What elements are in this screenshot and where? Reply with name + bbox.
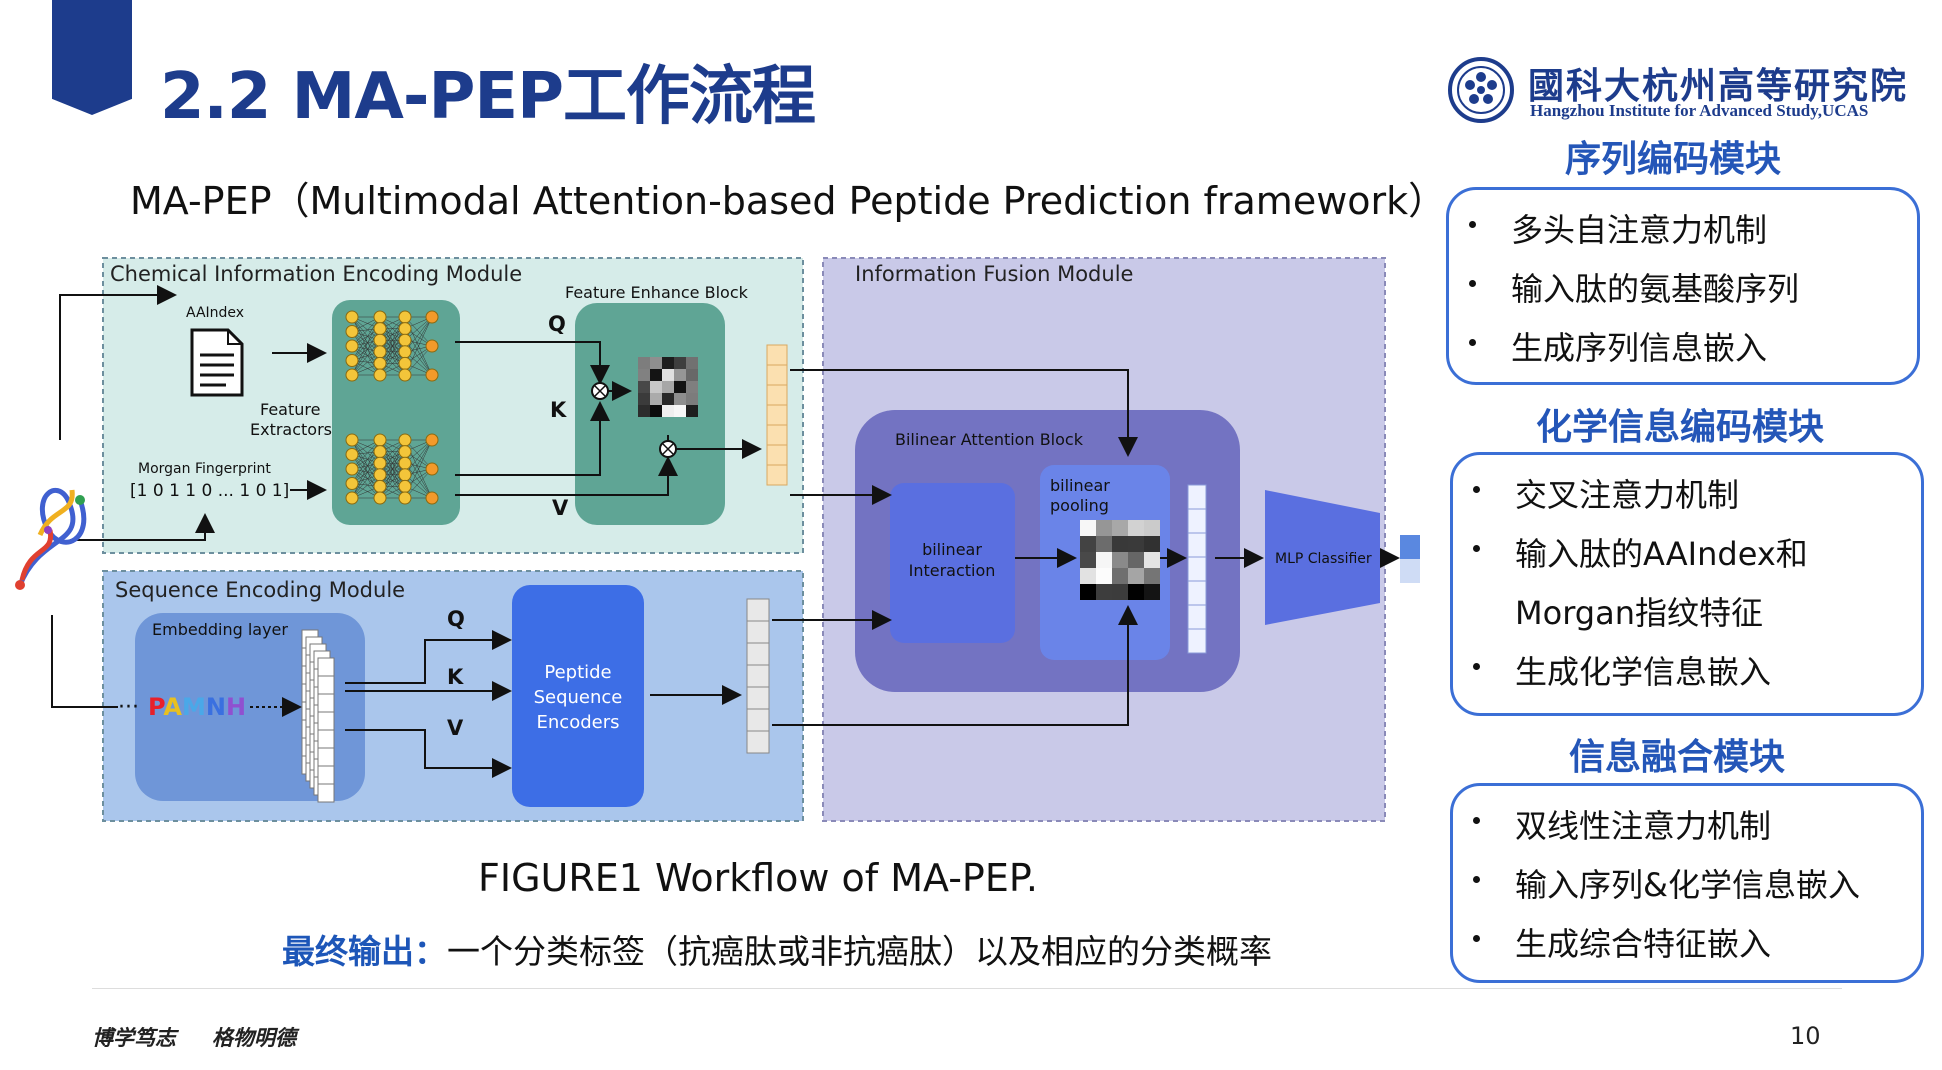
bilinear-pooling-label-2: pooling [1050, 496, 1109, 515]
encoder-label-3: Encoders [537, 712, 620, 733]
output-prob-1 [1400, 535, 1420, 559]
aaindex-label: AAIndex [186, 305, 244, 321]
panel-heading-sequence: 序列编码模块 [1564, 139, 1781, 180]
panel-chem-bullet-3: Morgan指纹特征 [1515, 594, 1763, 632]
bilinear-interaction-label-2: Interaction [909, 561, 996, 580]
chem-module-label: Chemical Information Encoding Module [110, 262, 522, 286]
q-label-seq: Q [447, 607, 465, 631]
footer-motto-2: 格物明德 [212, 1025, 296, 1050]
k-label-seq: K [447, 665, 464, 689]
encoder-label-2: Sequence [534, 687, 623, 708]
peptide-encoder-box [512, 585, 644, 807]
seq-letter-n: N [206, 693, 226, 721]
logo-name-en: Hangzhou Institute for Advanced Study,UC… [1530, 101, 1869, 120]
morgan-bits: [1 0 1 1 0 ... 1 0 1] [130, 481, 289, 501]
bilinear-block-label: Bilinear Attention Block [895, 430, 1084, 449]
q-label-chem: Q [548, 312, 566, 336]
seq-letter-m: M [182, 693, 206, 721]
v-label-chem: V [552, 496, 569, 520]
panel-sequence: 多头自注意力机制 输入肽的氨基酸序列 生成序列信息嵌入 [1446, 187, 1920, 385]
fusion-module-label: Information Fusion Module [855, 262, 1133, 286]
document-icon [190, 328, 244, 397]
panel-fusion-bullet-2: 输入序列&化学信息嵌入 [1473, 860, 1860, 906]
seq-embedding-vector [746, 598, 770, 754]
panel-heading-fusion: 信息融合模块 [1568, 737, 1785, 778]
k-label-chem: K [550, 398, 567, 422]
seq-letter-a: A [163, 693, 182, 721]
embedding-label: Embedding layer [152, 620, 288, 639]
panel-chem-bullet-1: 交叉注意力机制 [1473, 470, 1739, 516]
panel-fusion-bullet-1: 双线性注意力机制 [1473, 801, 1771, 847]
footer-divider [92, 988, 1842, 989]
emblem-icon [1448, 57, 1514, 123]
panel-fusion: 双线性注意力机制 输入序列&化学信息嵌入 生成综合特征嵌入 [1450, 783, 1924, 983]
seq-letter-h: H [226, 693, 246, 721]
attention-map-chem [638, 357, 698, 417]
seq-letter-p: P [148, 693, 165, 721]
feature-enhance-label: Feature Enhance Block [565, 283, 749, 302]
mlp-classifier-shape [1265, 490, 1380, 625]
panel-chem-bullet-4: 生成化学信息嵌入 [1473, 647, 1771, 693]
feature-extractors-label-1: Feature [260, 400, 320, 419]
bilinear-pooling-label-1: bilinear [1050, 476, 1110, 495]
svg-text:PAMNH: PAMNH [148, 693, 246, 721]
output-prob-2 [1400, 559, 1420, 583]
page-number: 10 [1790, 1022, 1821, 1050]
panel-sequence-bullet-2: 输入肽的氨基酸序列 [1469, 264, 1799, 310]
slide-title: 2.2 MA-PEP工作流程 [160, 60, 816, 134]
seq-module-label: Sequence Encoding Module [115, 578, 405, 602]
final-output-text: 一个分类标签（抗癌肽或非抗癌肽）以及相应的分类概率 [447, 932, 1272, 971]
panel-chem-bullet-2: 输入肽的AAIndex和 [1473, 529, 1808, 575]
institution-logo: 國科大杭州高等研究院 Hangzhou Institute for Advanc… [1446, 55, 1926, 125]
bilinear-interaction-box [890, 483, 1015, 643]
workflow-figure: Chemical Information Encoding Module Seq… [15, 257, 1420, 822]
attention-map-fusion [1080, 520, 1160, 600]
neural-network-icon [345, 310, 439, 505]
v-label-seq: V [447, 716, 464, 740]
slide-subtitle: MA-PEP（Multimodal Attention-based Peptid… [130, 179, 1447, 223]
chem-embedding-vector [766, 344, 788, 486]
encoder-label-1: Peptide [544, 662, 611, 683]
peptide-molecule-icon [15, 487, 87, 590]
title-accent-tab [52, 0, 132, 115]
morgan-fp-label: Morgan Fingerprint [138, 461, 271, 477]
logo-name-cn: 國科大杭州高等研究院 [1528, 65, 1909, 107]
seq-dots-left: ··· [118, 695, 139, 720]
panel-chem: 交叉注意力机制 输入肽的AAIndex和 Morgan指纹特征 生成化学信息嵌入 [1450, 452, 1924, 716]
bilinear-interaction-label-1: bilinear [922, 540, 982, 559]
figure-caption: FIGURE1 Workflow of MA-PEP. [478, 856, 1038, 900]
final-output-label: 最终输出： [282, 932, 447, 971]
footer-motto-1: 博学笃志 [92, 1025, 176, 1050]
panel-heading-chem: 化学信息编码模块 [1535, 407, 1824, 448]
feature-extractors-label-2: Extractors [250, 420, 332, 439]
panel-fusion-bullet-3: 生成综合特征嵌入 [1473, 919, 1771, 965]
panel-sequence-bullet-3: 生成序列信息嵌入 [1469, 323, 1767, 369]
fusion-embedding-vector [1187, 484, 1207, 654]
panel-sequence-bullet-1: 多头自注意力机制 [1469, 205, 1767, 251]
mlp-label: MLP Classifier [1275, 551, 1372, 567]
embedding-stack [301, 629, 335, 803]
final-output: 最终输出：一个分类标签（抗癌肽或非抗癌肽）以及相应的分类概率 [282, 925, 1272, 973]
